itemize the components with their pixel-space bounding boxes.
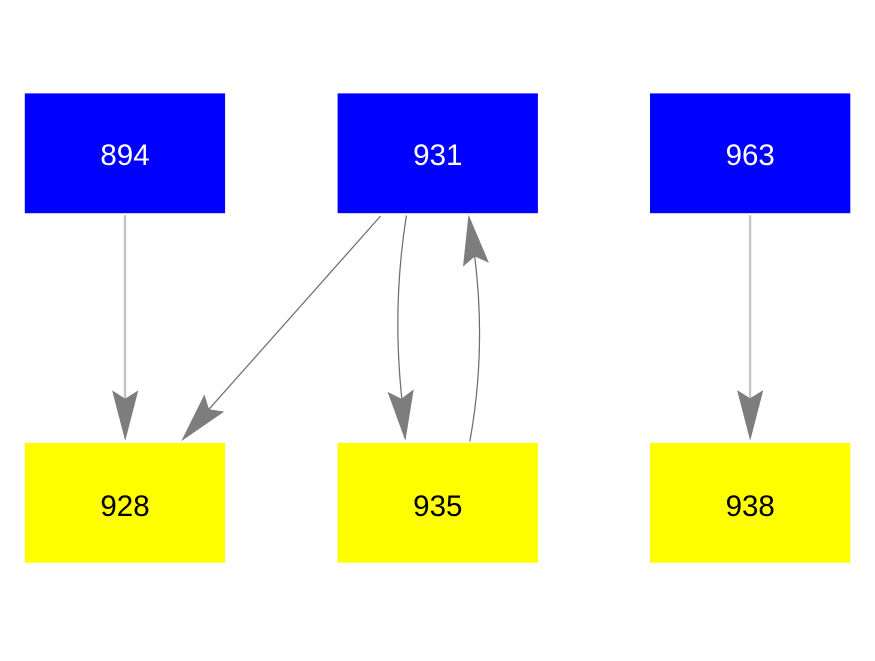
svg-text:963: 963 xyxy=(726,139,775,172)
svg-text:931: 931 xyxy=(413,139,462,172)
svg-text:894: 894 xyxy=(100,139,149,172)
svg-text:938: 938 xyxy=(726,490,775,523)
svg-text:928: 928 xyxy=(100,490,149,523)
svg-text:935: 935 xyxy=(413,490,462,523)
